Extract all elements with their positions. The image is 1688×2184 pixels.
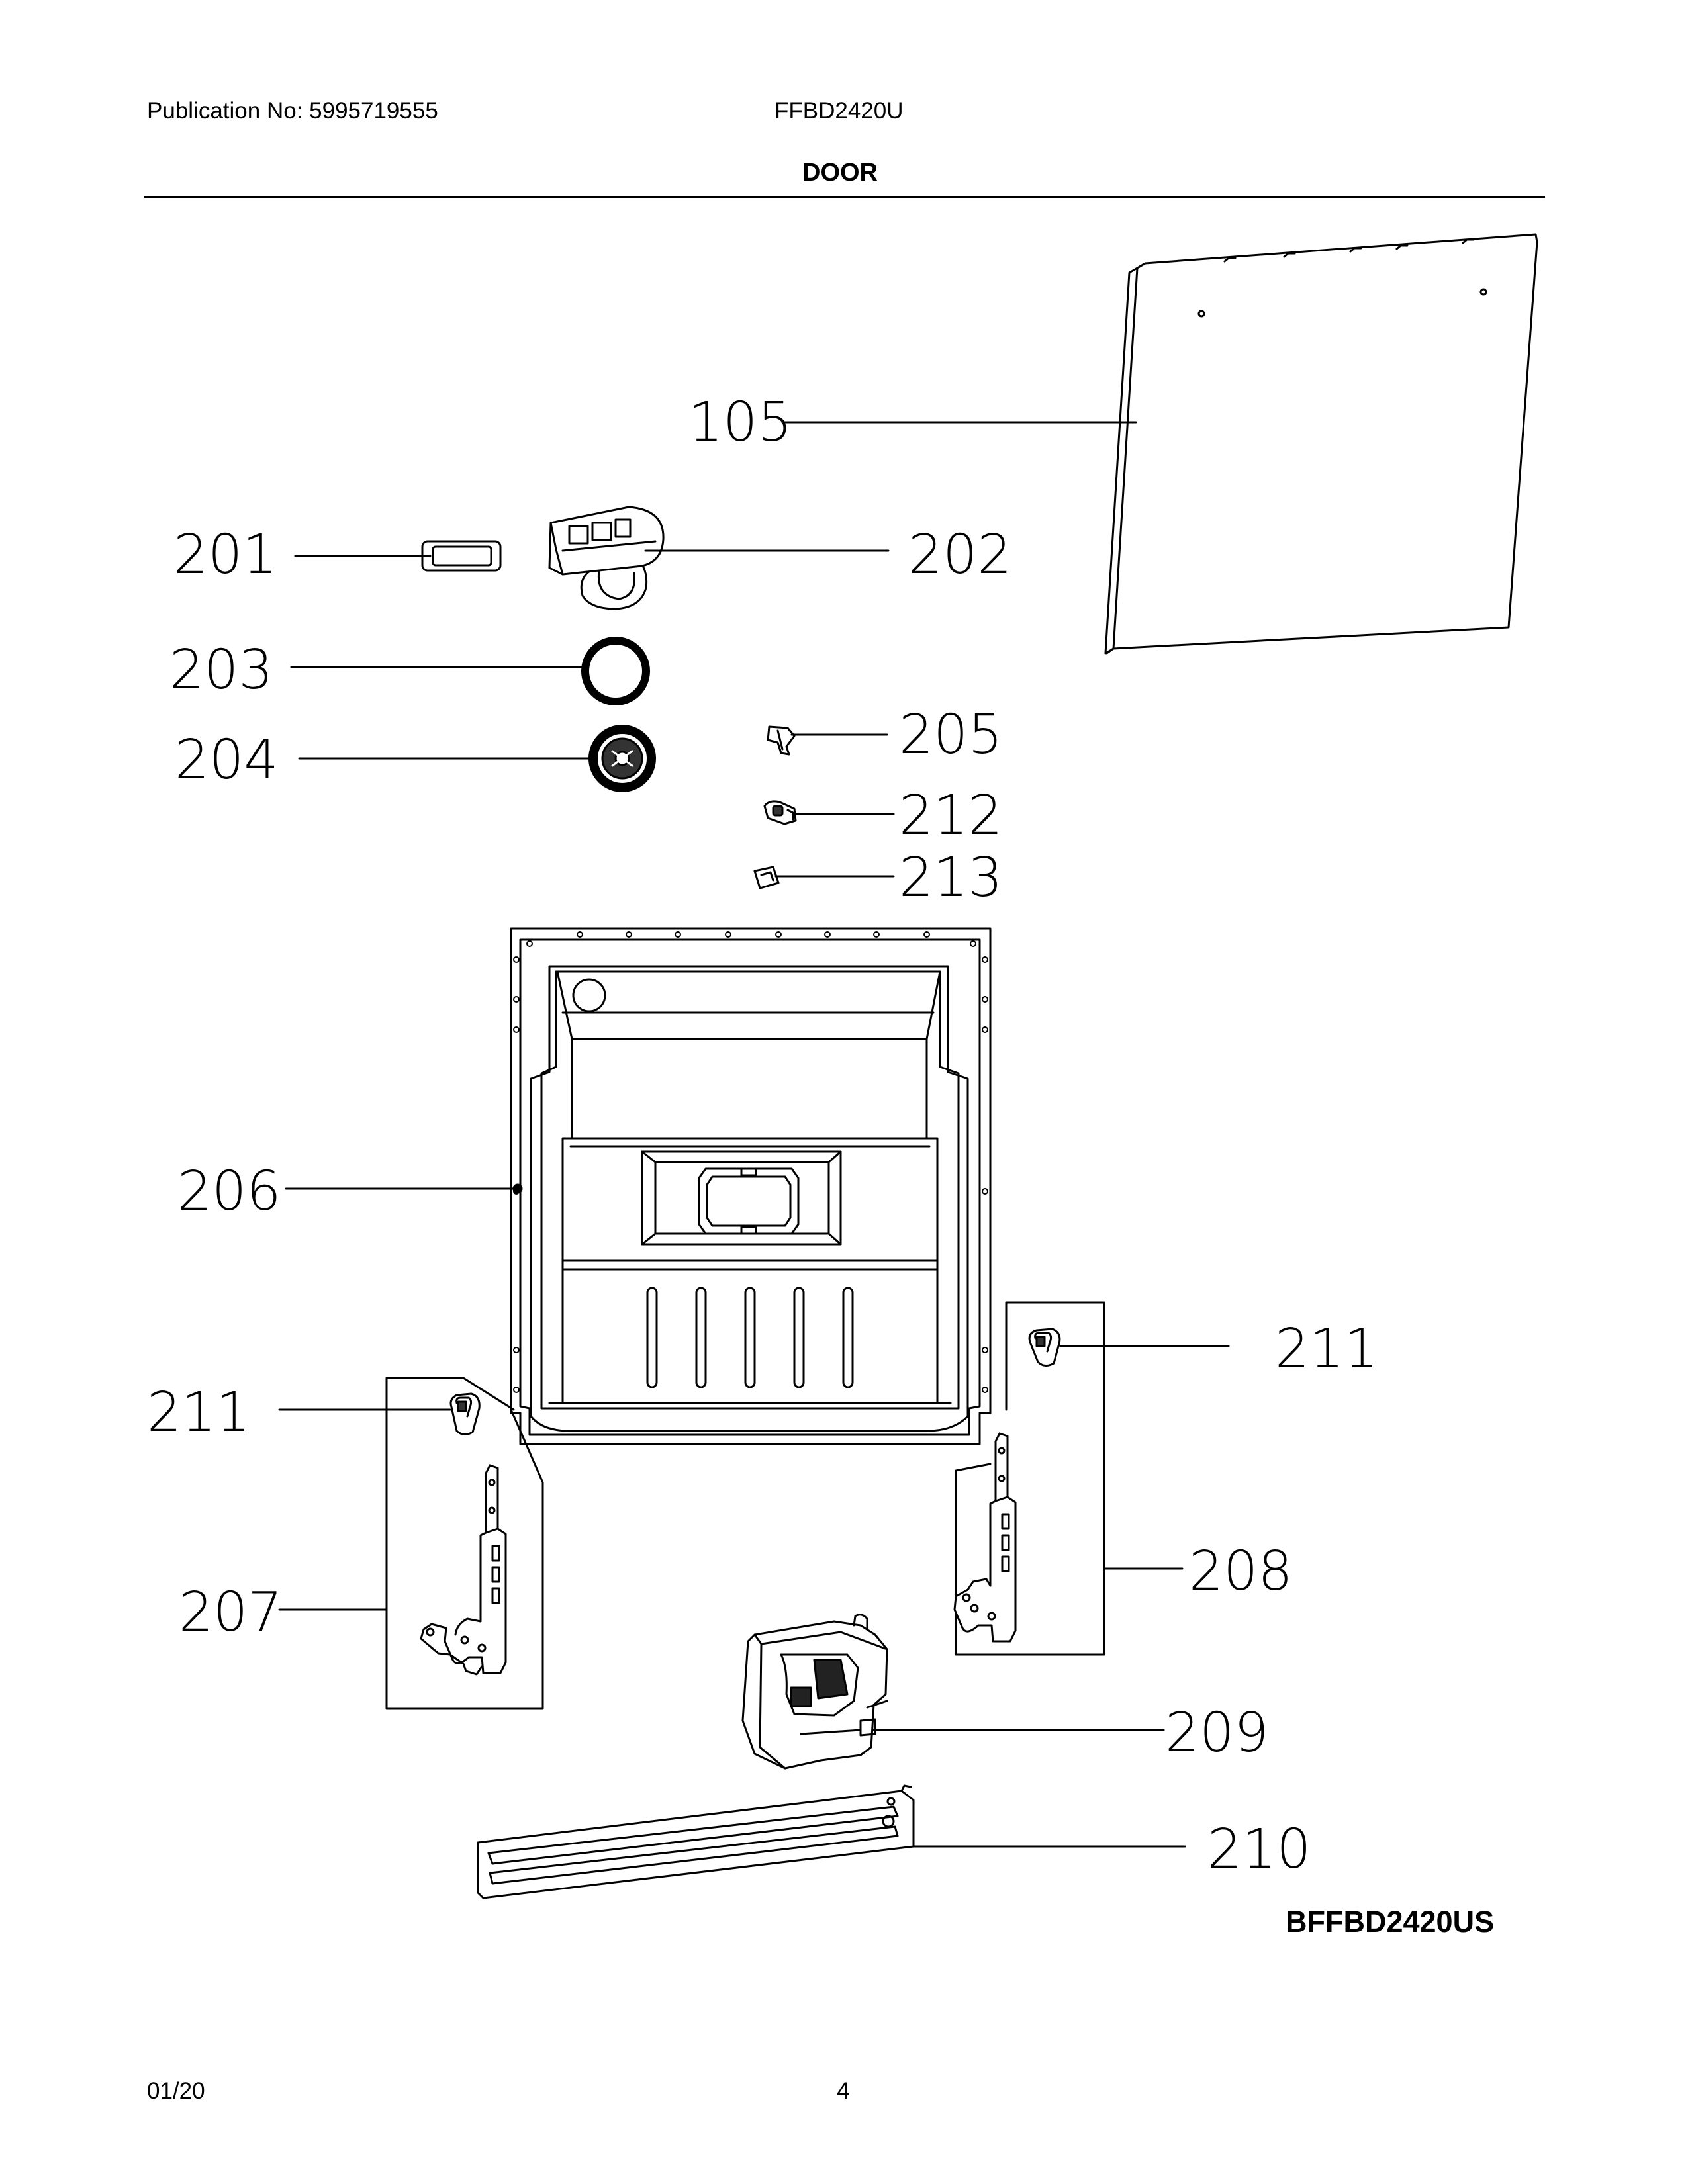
part-202-dispenser-housing: [548, 506, 665, 610]
model-number: FFBD2420U: [774, 98, 904, 124]
publication-number: Publication No: 5995719555: [147, 98, 438, 124]
part-211-hinge-bushing-left: [449, 1392, 481, 1435]
callout-209: 209: [1165, 1702, 1269, 1764]
callout-212: 212: [899, 784, 1003, 847]
part-210-bottom-bracket: [477, 1784, 915, 1899]
part-105-outer-door-panel: [1104, 233, 1538, 655]
hinge-group-left-frame: [385, 1377, 544, 1710]
callout-204: 204: [175, 729, 279, 792]
part-204-dispenser-cap: [588, 725, 656, 792]
callout-213: 213: [899, 846, 1003, 909]
section-title: DOOR: [802, 159, 878, 187]
callout-202: 202: [908, 523, 1012, 586]
callout-211-right: 211: [1275, 1318, 1379, 1381]
figure-code: BFFBD2420US: [1286, 1905, 1495, 1938]
part-201-gasket: [421, 540, 502, 572]
part-205-clip: [767, 725, 796, 756]
part-206-inner-door: [510, 927, 992, 1445]
part-209-door-latch: [741, 1614, 888, 1770]
callout-105: 105: [688, 391, 792, 454]
callout-201: 201: [173, 523, 277, 586]
callout-207: 207: [179, 1581, 283, 1644]
part-211-hinge-bushing-right: [1028, 1328, 1061, 1367]
header-divider: [144, 196, 1545, 198]
part-212-catch: [763, 800, 797, 825]
callout-208: 208: [1189, 1540, 1293, 1603]
callout-210: 210: [1207, 1818, 1311, 1881]
part-203-o-ring: [581, 637, 650, 705]
footer-page-number: 4: [837, 2078, 850, 2104]
callout-203: 203: [169, 639, 273, 702]
callout-211-left: 211: [147, 1381, 251, 1444]
callout-205: 205: [899, 704, 1003, 766]
footer-date: 01/20: [147, 2078, 205, 2104]
hinge-group-right-frame: [955, 1301, 1105, 1656]
part-207-hinge-left: [420, 1464, 507, 1676]
callout-206: 206: [177, 1160, 281, 1223]
part-208-hinge-right: [953, 1432, 1017, 1643]
part-213-bracket: [753, 866, 780, 889]
